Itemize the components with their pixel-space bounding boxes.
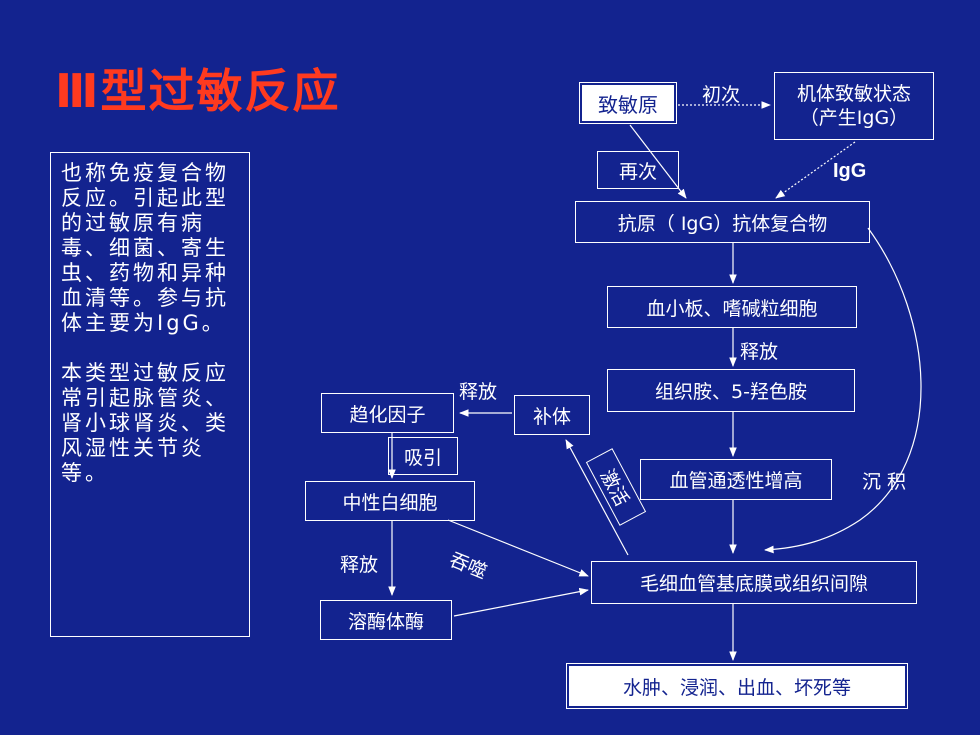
node-outcome: 水肿、浸润、出血、坏死等 <box>566 663 908 709</box>
arrow-phagocytose <box>447 519 589 577</box>
label-release-chemotactic: 释放 <box>459 381 498 403</box>
node-chemotactic-factor: 趋化因子 <box>321 393 454 433</box>
arrow-deposition <box>764 227 922 554</box>
node-sensitized-line-2: （产生IgG） <box>799 107 909 129</box>
description-para-1: 也称免疫复合物反应。引起此型的过敏原有病毒、细菌、寄生虫、药物和异种血清等。参与… <box>61 161 229 335</box>
node-histamine: 组织胺、5-羟色胺 <box>607 369 855 412</box>
node-neutrophil: 中性白细胞 <box>305 481 475 521</box>
description-para-2: 本类型过敏反应常引起脉管炎、肾小球肾炎、类风湿性关节炎等。 <box>61 361 229 485</box>
node-platelets: 血小板、嗜碱粒细胞 <box>607 286 857 328</box>
arrow-second-exposure <box>629 124 687 199</box>
label-release-histamine: 释放 <box>740 341 779 363</box>
node-basement-membrane: 毛细血管基底膜或组织间隙 <box>591 561 917 604</box>
label-igg: IgG <box>833 160 867 182</box>
node-complement: 补体 <box>514 395 590 435</box>
arrow-lysosome-basement <box>453 587 589 617</box>
label-deposit: 沉 积 <box>862 471 907 493</box>
label-attract-box: 吸引 <box>388 437 458 475</box>
label-first: 初次 <box>702 84 741 106</box>
label-again-box: 再次 <box>597 151 679 189</box>
arrow-activate <box>565 439 629 556</box>
arrow-igg <box>775 141 856 199</box>
node-sensitized-state: 机体致敏状态 （产生IgG） <box>774 72 934 140</box>
node-lysosome-enzyme: 溶酶体酶 <box>320 600 452 640</box>
node-allergen: 致敏原 <box>579 82 677 124</box>
node-permeability: 血管通透性增高 <box>640 459 832 500</box>
description-box: 也称免疫复合物反应。引起此型的过敏原有病毒、细菌、寄生虫、药物和异种血清等。参与… <box>50 152 250 637</box>
node-sensitized-line-1: 机体致敏状态 <box>796 83 911 105</box>
label-release-lysosome: 释放 <box>340 554 379 576</box>
node-immune-complex: 抗原（ IgG）抗体复合物 <box>575 201 870 243</box>
slide-title: Ⅲ型过敏反应 <box>55 64 341 118</box>
